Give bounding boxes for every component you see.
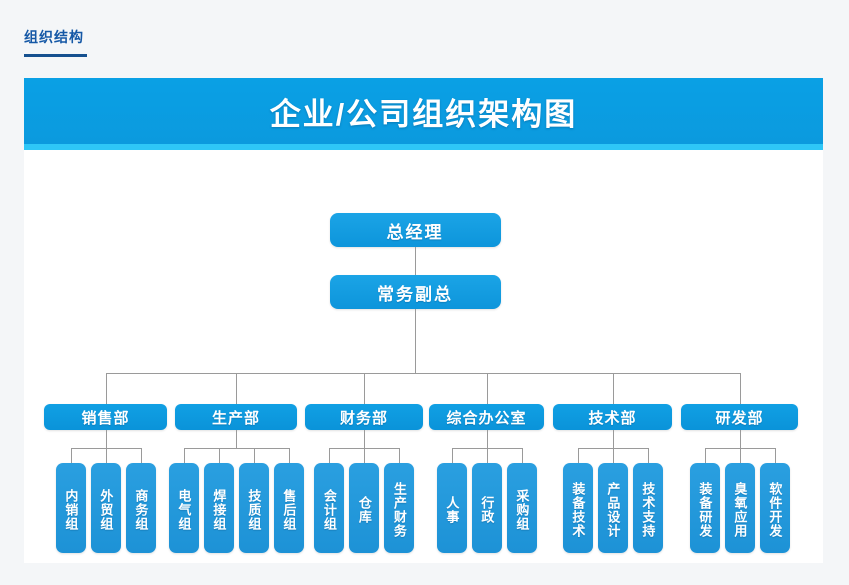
leaf-node-0-1[interactable]: 外贸组 — [90, 463, 121, 553]
leaf-node-3-0[interactable]: 人事 — [436, 463, 467, 553]
connector-dept-stem-5 — [739, 430, 741, 448]
connector-sub-drop-2-2 — [399, 448, 400, 463]
connector-bus-to-dept-4 — [612, 373, 614, 404]
org-chart-card: 企业/公司组织架构图 总经理常务副总销售部内销组外贸组商务组生产部电气组焊接组技… — [24, 78, 823, 563]
connector-bus-to-dept-0 — [105, 373, 107, 404]
connector-bus-to-dept-2 — [364, 373, 365, 404]
connector-sub-drop-2-1 — [364, 448, 365, 463]
chart-title: 企业/公司组织架构图 — [269, 96, 578, 132]
connector-sub-drop-1-0 — [183, 448, 185, 463]
dept-node-1[interactable]: 生产部 — [175, 404, 297, 430]
connector-sub-drop-4-0 — [577, 448, 579, 463]
connector-dept-stem-2 — [364, 430, 365, 448]
banner-accent-strip — [24, 144, 823, 150]
leaf-node-5-1[interactable]: 臭氧应用 — [724, 463, 755, 553]
leaf-node-0-0[interactable]: 内销组 — [55, 463, 86, 553]
chart-banner: 企业/公司组织架构图 — [24, 78, 823, 144]
dept-node-3[interactable]: 综合办公室 — [429, 404, 544, 430]
connector-sub-drop-3-1 — [486, 448, 488, 463]
leaf-node-1-2[interactable]: 技质组 — [238, 463, 269, 553]
leaf-node-4-1[interactable]: 产品设计 — [597, 463, 628, 553]
leaf-node-4-0[interactable]: 装备技术 — [562, 463, 593, 553]
connector-sub-drop-3-2 — [521, 448, 523, 463]
connector-sub-drop-5-1 — [739, 448, 741, 463]
leaf-node-4-2[interactable]: 技术支持 — [632, 463, 663, 553]
connector-vp-to-bus — [415, 309, 416, 373]
exec-node-0[interactable]: 总经理 — [329, 213, 501, 247]
exec-node-1[interactable]: 常务副总 — [329, 275, 501, 309]
connector-dept-stem-4 — [612, 430, 614, 448]
connector-sub-drop-5-2 — [774, 448, 776, 463]
connector-dept-stem-0 — [105, 430, 107, 448]
connector-bus-to-dept-5 — [739, 373, 741, 404]
tab-bar: 组织结构 — [0, 0, 849, 64]
leaf-node-2-1[interactable]: 仓库 — [349, 463, 379, 553]
connector-sub-drop-0-0 — [70, 448, 72, 463]
connector-dept-stem-1 — [236, 430, 237, 448]
connector-sub-drop-2-0 — [329, 448, 330, 463]
leaf-node-3-2[interactable]: 采购组 — [506, 463, 537, 553]
leaf-node-5-2[interactable]: 软件开发 — [759, 463, 790, 553]
connector-sub-drop-4-2 — [647, 448, 649, 463]
connector-sub-drop-0-2 — [140, 448, 142, 463]
connector-bus-to-dept-3 — [486, 373, 488, 404]
connector-sub-drop-1-1 — [218, 448, 220, 463]
connector-sub-drop-0-1 — [105, 448, 107, 463]
dept-node-5[interactable]: 研发部 — [681, 404, 798, 430]
org-chart-canvas: 总经理常务副总销售部内销组外贸组商务组 生产部电气组焊接组技质组售后组 财务部会计组… — [24, 150, 823, 563]
connector-sub-drop-1-3 — [288, 448, 290, 463]
connector-gm-to-vp — [415, 247, 416, 275]
leaf-node-1-1[interactable]: 焊接组 — [203, 463, 234, 553]
dept-node-2[interactable]: 财务部 — [305, 404, 423, 430]
leaf-node-3-1[interactable]: 行政 — [471, 463, 502, 553]
dept-node-4[interactable]: 技术部 — [553, 404, 672, 430]
leaf-node-5-0[interactable]: 装备研发 — [689, 463, 720, 553]
leaf-node-1-0[interactable]: 电气组 — [168, 463, 199, 553]
connector-sub-drop-5-0 — [704, 448, 706, 463]
leaf-node-1-3[interactable]: 售后组 — [273, 463, 304, 553]
leaf-node-0-2[interactable]: 商务组 — [125, 463, 156, 553]
connector-sub-drop-3-0 — [451, 448, 453, 463]
leaf-node-2-2[interactable]: 生产财务 — [384, 463, 414, 553]
connector-bus-to-dept-1 — [236, 373, 237, 404]
tab-organization-structure[interactable]: 组织结构 — [24, 29, 84, 45]
leaf-node-2-0[interactable]: 会计组 — [314, 463, 344, 553]
dept-node-0[interactable]: 销售部 — [44, 404, 167, 430]
connector-dept-stem-3 — [486, 430, 488, 448]
connector-main-bus — [105, 373, 740, 374]
connector-sub-bus-1 — [183, 448, 289, 449]
connector-sub-drop-1-2 — [253, 448, 255, 463]
tab-active-underline — [24, 54, 87, 57]
connector-sub-drop-4-1 — [612, 448, 614, 463]
